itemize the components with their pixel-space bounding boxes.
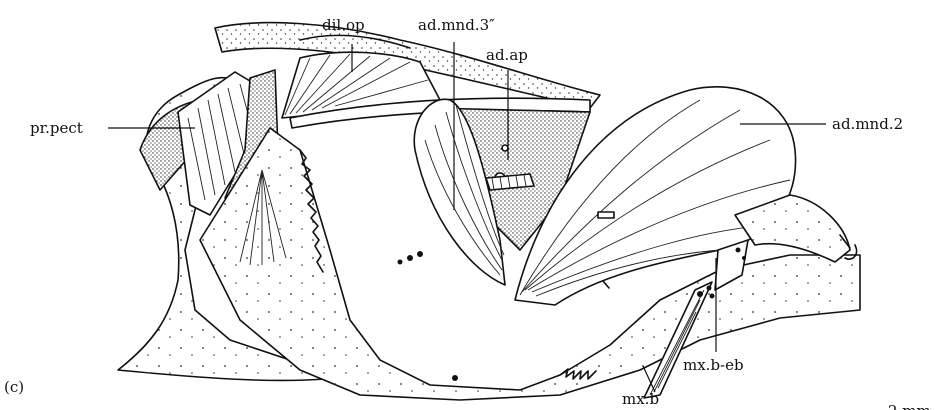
jaw-dots: [398, 251, 459, 381]
scale-label: 2 mm: [888, 402, 931, 410]
label-mx-b-eb: mx.b-eb: [683, 356, 744, 374]
label-ad-ap: ad.ap: [486, 46, 528, 64]
label-ad-mnd-2: ad.mnd.2: [832, 115, 903, 133]
label-pr-pect: pr.pect: [30, 119, 83, 137]
label-ad-mnd-3: ad.mnd.3″: [418, 16, 495, 34]
label-dil-op: dil.op: [322, 16, 365, 34]
label-mx-b: mx.b: [622, 390, 659, 408]
panel-label: (c): [4, 378, 24, 396]
